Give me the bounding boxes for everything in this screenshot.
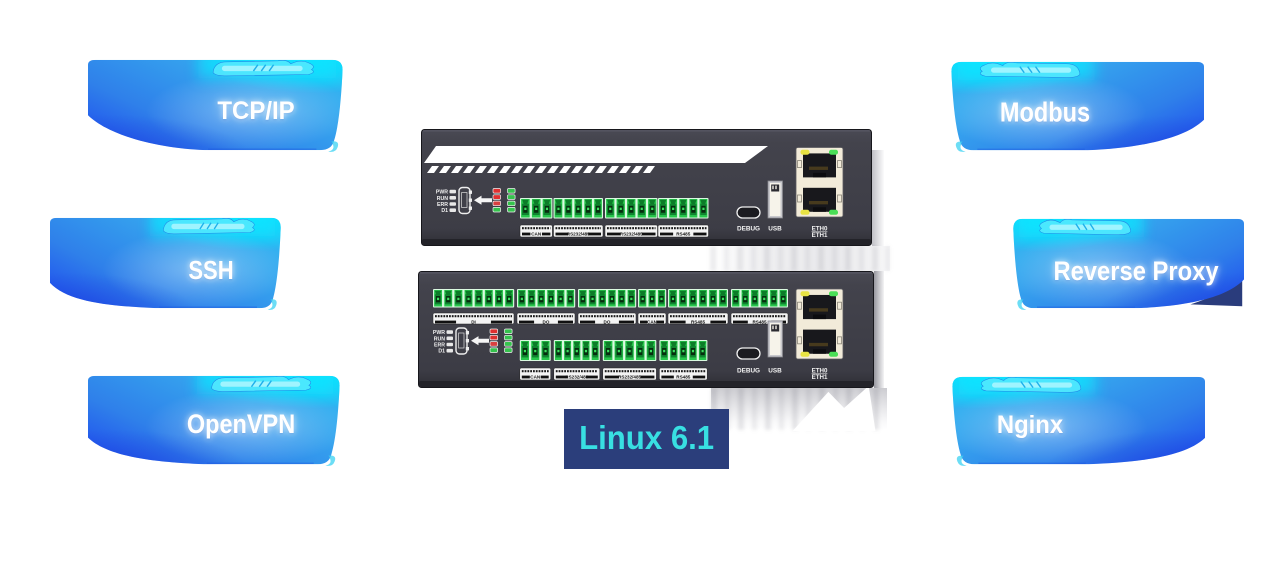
- svg-text:RS232/485: RS232/485: [620, 231, 643, 236]
- svg-text:DO: DO: [543, 319, 550, 324]
- svg-text:RS232/485: RS232/485: [618, 374, 641, 379]
- svg-text:USB: USB: [768, 226, 782, 233]
- svg-text:CAN: CAN: [531, 231, 542, 236]
- svg-text:RS485: RS485: [676, 374, 690, 379]
- svg-text:DEBUG: DEBUG: [737, 226, 760, 233]
- svg-text:ETH0: ETH0: [812, 368, 828, 375]
- svg-text:ERR: ERR: [437, 202, 448, 208]
- svg-text:D1: D1: [441, 208, 448, 214]
- svg-text:PWR: PWR: [436, 190, 448, 196]
- svg-text:ETH1: ETH1: [812, 232, 828, 239]
- svg-text:CAN: CAN: [647, 319, 658, 324]
- svg-text:USB: USB: [768, 368, 782, 375]
- svg-text:CAN: CAN: [530, 374, 541, 379]
- svg-text:ETH0: ETH0: [812, 226, 828, 233]
- svg-text:PWR: PWR: [433, 330, 445, 336]
- svg-text:DI: DI: [471, 319, 476, 324]
- svg-text:RS485: RS485: [752, 319, 766, 324]
- svg-text:RS485: RS485: [691, 319, 705, 324]
- svg-text:ETH1: ETH1: [812, 374, 828, 381]
- svg-text:RS232/485: RS232/485: [567, 231, 590, 236]
- svg-text:ERR: ERR: [434, 343, 445, 349]
- svg-text:D1: D1: [438, 349, 445, 355]
- svg-text:RS232/485: RS232/485: [565, 374, 588, 379]
- svg-text:RUN: RUN: [437, 196, 448, 202]
- svg-text:DO: DO: [604, 319, 611, 324]
- svg-text:RUN: RUN: [434, 336, 445, 342]
- svg-text:DEBUG: DEBUG: [737, 368, 760, 375]
- svg-text:RS485: RS485: [676, 231, 690, 236]
